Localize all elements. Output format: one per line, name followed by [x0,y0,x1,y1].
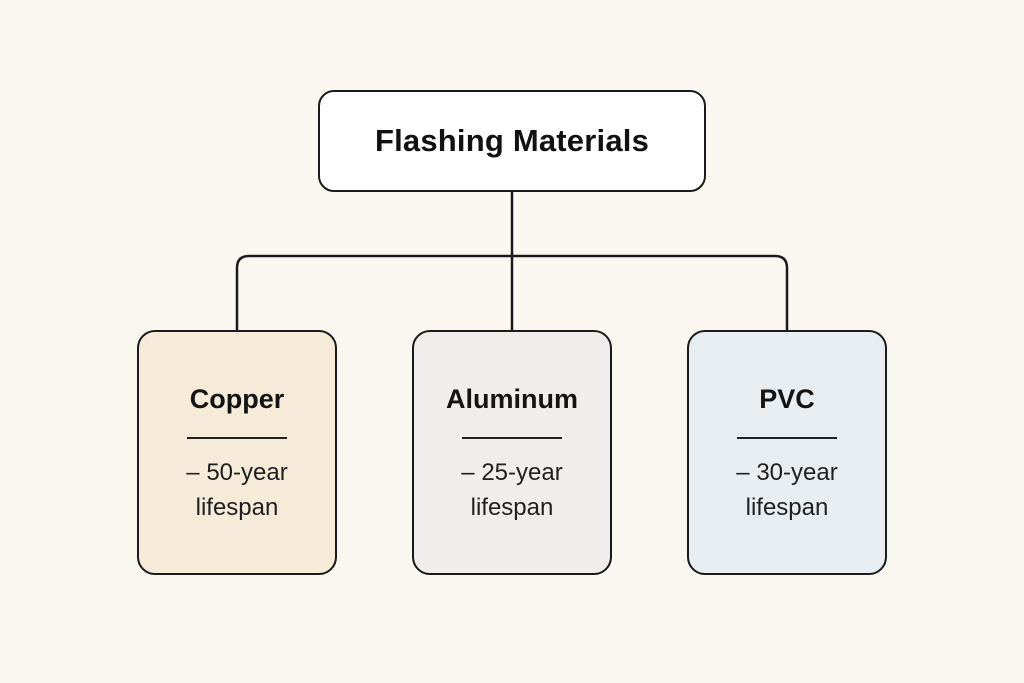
node-copper: Copper – 50-year lifespan [137,330,337,575]
node-lifespan: – 30-year lifespan [736,459,838,521]
node-title: Aluminum [446,384,578,414]
node-title: Copper [189,384,285,414]
divider [187,437,287,439]
root-title: Flashing Materials [374,123,650,158]
node-lifespan: – 25-year lifespan [461,459,563,521]
node-flashing-materials: Flashing Materials [318,90,706,192]
node-lifespan: – 50-year lifespan [186,459,288,521]
node-aluminum: Aluminum – 25-year lifespan [412,330,612,575]
connector-rail [235,254,789,330]
divider [462,437,562,439]
divider [737,437,837,439]
node-title: PVC [759,384,815,414]
node-pvc: PVC – 30-year lifespan [687,330,887,575]
